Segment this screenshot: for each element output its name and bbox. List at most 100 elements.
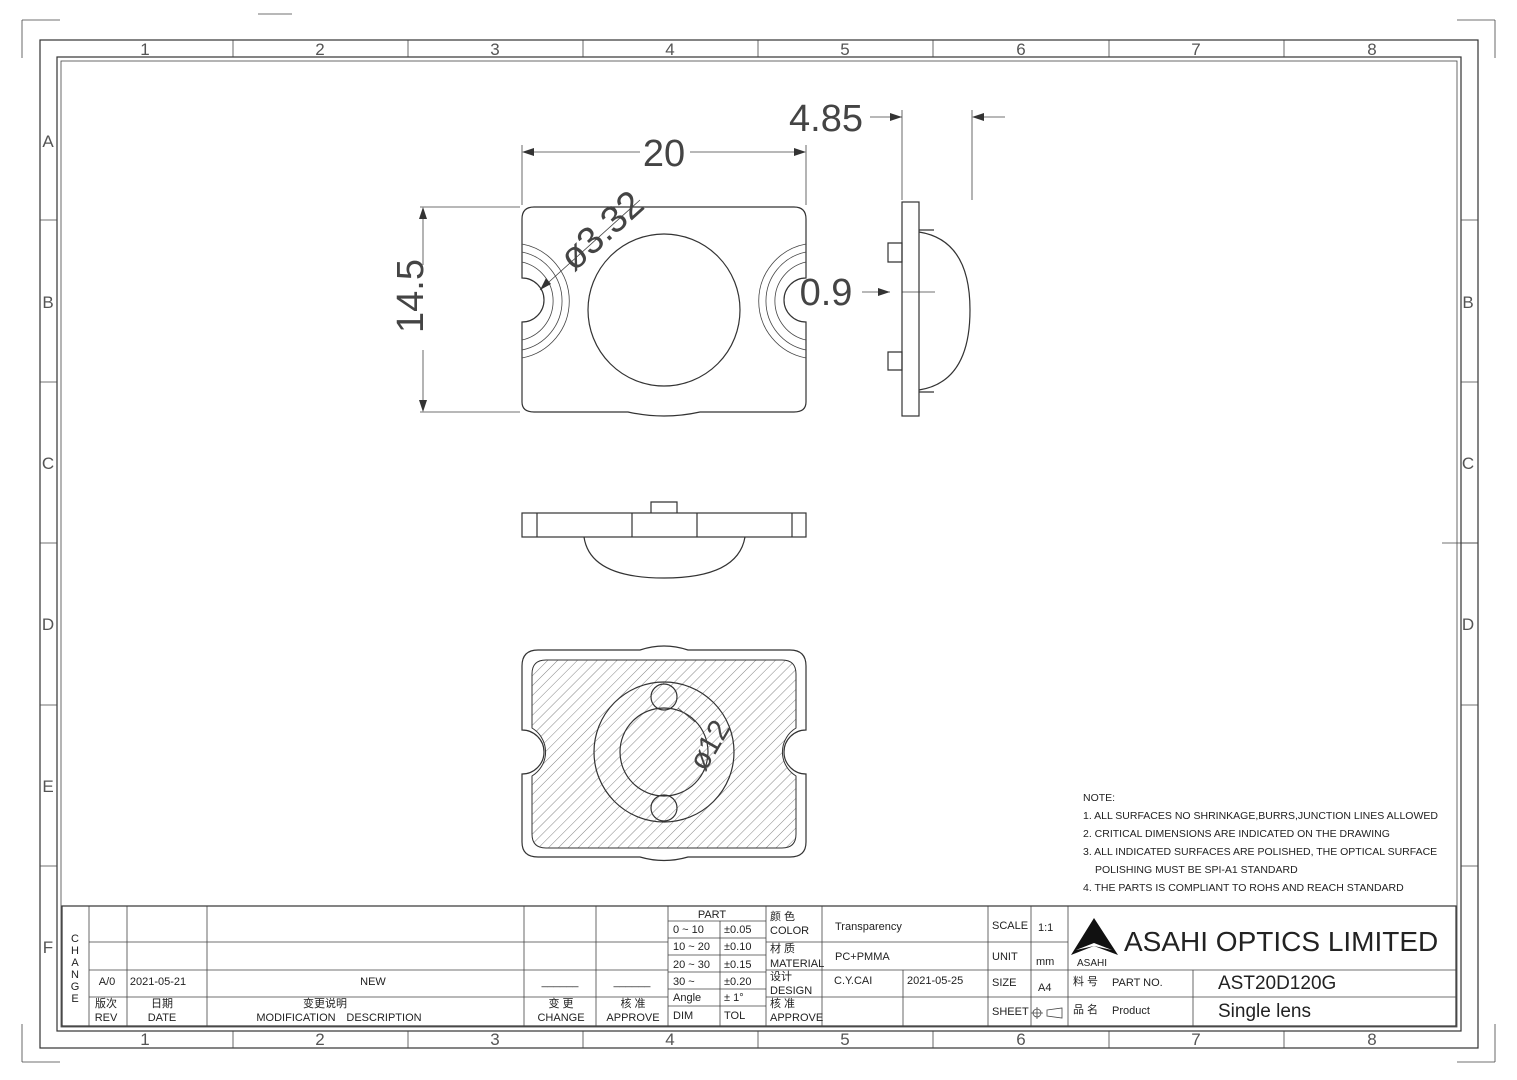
- title-block-text: 10 ~ 20: [673, 941, 710, 953]
- dimension-hole-diameter: ø3.32: [552, 183, 652, 279]
- title-block-text: G: [71, 981, 80, 993]
- dimension-flange: 0.9: [800, 272, 853, 314]
- row-label: F: [43, 938, 53, 957]
- title-block-text: ______: [613, 976, 652, 988]
- column-label: 1: [140, 1030, 149, 1049]
- title-block-text: SHEET: [992, 1006, 1029, 1018]
- title-block-text: 2021-05-21: [130, 976, 186, 988]
- top-view: 20 14.5 ø3.32 4.85 0.9: [390, 98, 1005, 417]
- front-view: [521, 501, 807, 579]
- row-label: A: [42, 132, 54, 151]
- title-block-text: REV: [95, 1012, 118, 1024]
- column-label: 4: [665, 40, 674, 59]
- row-label: D: [1462, 615, 1474, 634]
- title-block-text: APPROVE: [770, 1012, 823, 1024]
- note-item: 4. THE PARTS IS COMPLIANT TO ROHS AND RE…: [1083, 882, 1404, 894]
- product-name: Single lens: [1218, 1001, 1311, 1022]
- material-value: PC+PMMA: [835, 951, 890, 963]
- title-block-text: COLOR: [770, 925, 809, 937]
- column-label: 3: [490, 40, 499, 59]
- title-block-text: Angle: [673, 992, 701, 1004]
- tolerance-table: PART 0 ~ 10±0.05 10 ~ 20±0.10 20 ~ 30±0.…: [673, 909, 751, 1022]
- note-item: 3. ALL INDICATED SURFACES ARE POLISHED, …: [1083, 846, 1437, 858]
- title-block-text: DESIGN: [770, 985, 812, 997]
- title-block-text: 设计: [770, 970, 792, 983]
- title-block-text: PART NO.: [1112, 977, 1163, 989]
- title-block-text: 20 ~ 30: [673, 959, 710, 971]
- title-block-text: 变更说明: [303, 996, 347, 1010]
- row-label: B: [42, 293, 53, 312]
- column-labels-bottom: 1 2 3 4 5 6 7 8: [140, 1030, 1376, 1049]
- title-block-text: UNIT: [992, 951, 1018, 963]
- title-block-text: ±0.20: [724, 976, 751, 988]
- row-label: C: [42, 454, 54, 473]
- title-block-text: 日期: [151, 997, 173, 1010]
- title-block: C H A N G E A/0 2021-05-21 NEW ______ __…: [61, 905, 1457, 1027]
- asahi-logo: ASAHI: [1071, 918, 1118, 969]
- title-block-text: 30 ~: [673, 976, 695, 988]
- title-block-text: MODIFICATION: [256, 1012, 335, 1024]
- spec-labels: 颜 色 COLOR 材 质 MATERIAL 设计 DESIGN 核 准 APP…: [770, 909, 824, 1024]
- bottom-view: ø12: [521, 645, 807, 862]
- title-block-text: SIZE: [992, 977, 1016, 989]
- projection-symbol-icon: [1031, 1007, 1063, 1019]
- title-block-text: ______: [541, 976, 580, 988]
- title-block-text: 料 号: [1073, 974, 1098, 988]
- dimension-thickness: 4.85: [789, 98, 863, 140]
- notes: NOTE: 1. ALL SURFACES NO SHRINKAGE,BURRS…: [1083, 792, 1438, 894]
- revision-row: A/0 2021-05-21 NEW ______ ______: [99, 976, 651, 988]
- title-block-text: A/0: [99, 976, 116, 988]
- column-label: 7: [1191, 40, 1200, 59]
- note-item: 2. CRITICAL DIMENSIONS ARE INDICATED ON …: [1083, 828, 1390, 840]
- title-block-text: TOL: [724, 1010, 745, 1022]
- title-block-text: 变 更: [548, 996, 573, 1010]
- column-label: 2: [315, 40, 324, 59]
- title-block-text: C: [71, 933, 79, 945]
- column-label: 4: [665, 1030, 674, 1049]
- side-view: [887, 201, 971, 417]
- row-labels: A B C D E F B C D: [42, 132, 1474, 957]
- column-label: 6: [1016, 1030, 1025, 1049]
- dimension-width: 20: [643, 133, 685, 175]
- title-block-text: NEW: [360, 976, 386, 988]
- title-block-text: 颜 色: [770, 909, 795, 923]
- row-label: E: [42, 777, 53, 796]
- title-block-text: 材 质: [770, 941, 795, 955]
- unit-value: mm: [1036, 956, 1054, 968]
- title-block-text: DIM: [673, 1010, 693, 1022]
- note-item: POLISHING MUST BE SPI-A1 STANDARD: [1095, 864, 1298, 876]
- revision-headers: 版次 REV 日期 DATE 变更说明 MODIFICATION DESCRIP…: [95, 996, 660, 1024]
- column-label: 5: [840, 1030, 849, 1049]
- title-block-text: SCALE: [992, 920, 1028, 932]
- column-label: 5: [840, 40, 849, 59]
- title-block-text: ±0.15: [724, 959, 751, 971]
- column-label: 1: [140, 40, 149, 59]
- crop-marks: [21, 13, 1496, 1063]
- drawing-frame: [39, 39, 1479, 1049]
- title-block-text: 核 准: [620, 996, 645, 1010]
- title-block-text: ASAHI: [1077, 958, 1107, 969]
- title-block-text: ±0.10: [724, 941, 751, 953]
- title-block-text: N: [71, 969, 79, 981]
- title-block-text: H: [71, 945, 79, 957]
- title-block-text: 品 名: [1073, 1002, 1098, 1016]
- designer-value: C.Y.CAI: [834, 975, 872, 987]
- column-label: 8: [1367, 1030, 1376, 1049]
- row-label: B: [1462, 293, 1473, 312]
- title-block-text: APPROVE: [606, 1012, 659, 1024]
- note-item: 1. ALL SURFACES NO SHRINKAGE,BURRS,JUNCT…: [1083, 810, 1438, 822]
- row-label: C: [1462, 454, 1474, 473]
- company-name: ASAHI OPTICS LIMITED: [1124, 926, 1438, 957]
- title-block-text: 0 ~ 10: [673, 924, 704, 936]
- scale-value: 1:1: [1038, 922, 1053, 934]
- notes-title: NOTE:: [1083, 792, 1115, 804]
- column-labels-top: 1 2 3 4 5 6 7 8: [140, 40, 1376, 59]
- part-number: AST20D120G: [1218, 973, 1336, 994]
- row-label: D: [42, 615, 54, 634]
- title-block-text: DATE: [148, 1012, 177, 1024]
- dimension-height: 14.5: [390, 259, 432, 333]
- color-value: Transparency: [835, 921, 902, 933]
- title-block-text: A: [71, 957, 79, 969]
- title-block-text: PART: [698, 909, 727, 921]
